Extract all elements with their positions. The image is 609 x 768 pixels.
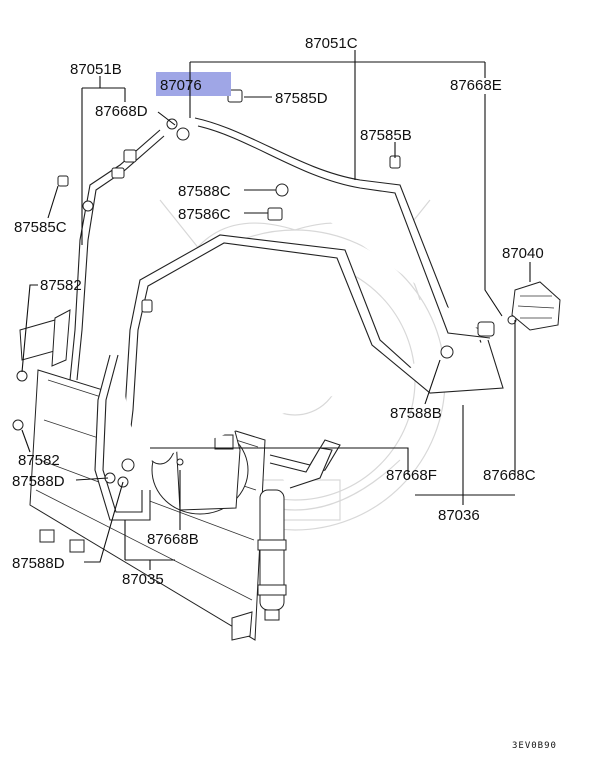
label-87582-upper: 87582	[40, 277, 82, 294]
label-87585D: 87585D	[275, 90, 328, 107]
receiver-drier	[257, 489, 287, 621]
label-87588D-upper: 87588D	[12, 473, 65, 490]
label-87668B: 87668B	[147, 531, 199, 548]
label-87585C: 87585C	[14, 219, 67, 236]
label-87036: 87036	[438, 507, 480, 524]
label-87588D-lower: 87588D	[12, 555, 65, 572]
label-87586C: 87586C	[178, 206, 231, 223]
label-87588C: 87588C	[178, 183, 231, 200]
label-87582-lower: 87582	[18, 452, 60, 469]
fittings	[57, 89, 495, 488]
callout-labels: 87051C 87051B 87076 87585D 87668E 87668D…	[12, 35, 544, 588]
leader-lines	[21, 50, 531, 570]
refrigerant-pipes	[69, 117, 504, 521]
evaporator-expansion-valve	[507, 281, 561, 331]
label-87035: 87035	[122, 571, 164, 588]
label-87668C: 87668C	[483, 467, 536, 484]
label-87668D: 87668D	[95, 103, 148, 120]
drawing-code: 3EV0B90	[512, 741, 557, 751]
label-87051B: 87051B	[70, 61, 122, 78]
label-87668E: 87668E	[450, 77, 502, 94]
label-87668F: 87668F	[386, 467, 437, 484]
label-87588B: 87588B	[390, 405, 442, 422]
label-87051C: 87051C	[305, 35, 358, 52]
label-87585B: 87585B	[360, 127, 412, 144]
label-87040: 87040	[502, 245, 544, 262]
highlight-87076	[156, 72, 231, 96]
label-87076: 87076	[160, 77, 202, 94]
